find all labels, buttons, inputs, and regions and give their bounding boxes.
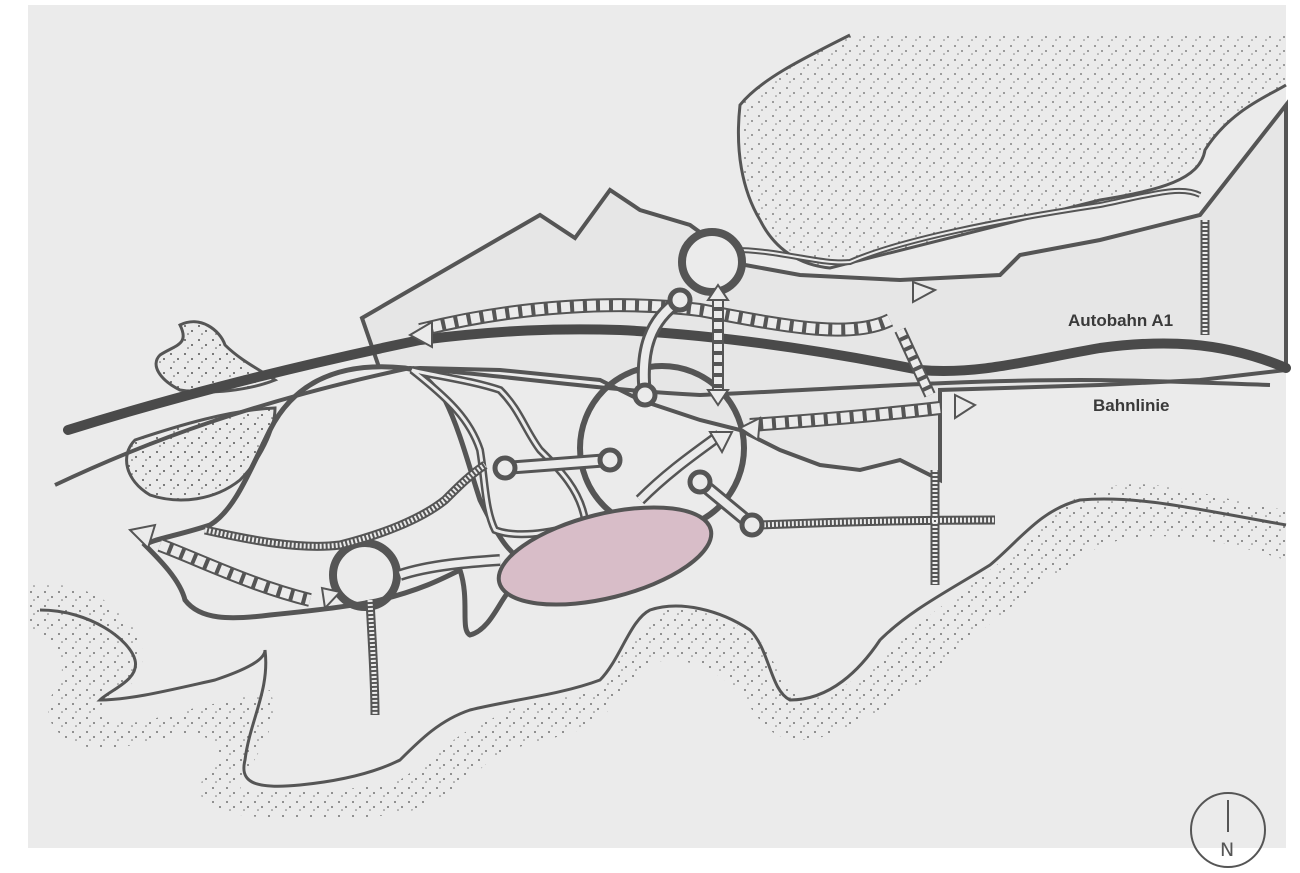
patch-west-1 xyxy=(154,320,279,394)
hill-south xyxy=(30,484,1286,819)
hill-north xyxy=(738,35,1286,268)
railway-line xyxy=(54,365,1271,487)
town-centre xyxy=(496,505,714,607)
node-circle-west xyxy=(329,539,401,611)
motorway-label: Autobahn A1 xyxy=(1068,311,1173,330)
north-arrow-icon: N xyxy=(1190,792,1266,868)
node-icon xyxy=(492,287,765,538)
motorway-a1 xyxy=(63,324,1291,435)
railway-label: Bahnlinie xyxy=(1093,396,1170,415)
patch-west-2 xyxy=(125,406,277,502)
hill-south-edge xyxy=(39,497,1287,788)
north-label: N xyxy=(1220,839,1234,861)
arrow-icon xyxy=(127,280,978,611)
node-circle-north xyxy=(678,228,746,296)
